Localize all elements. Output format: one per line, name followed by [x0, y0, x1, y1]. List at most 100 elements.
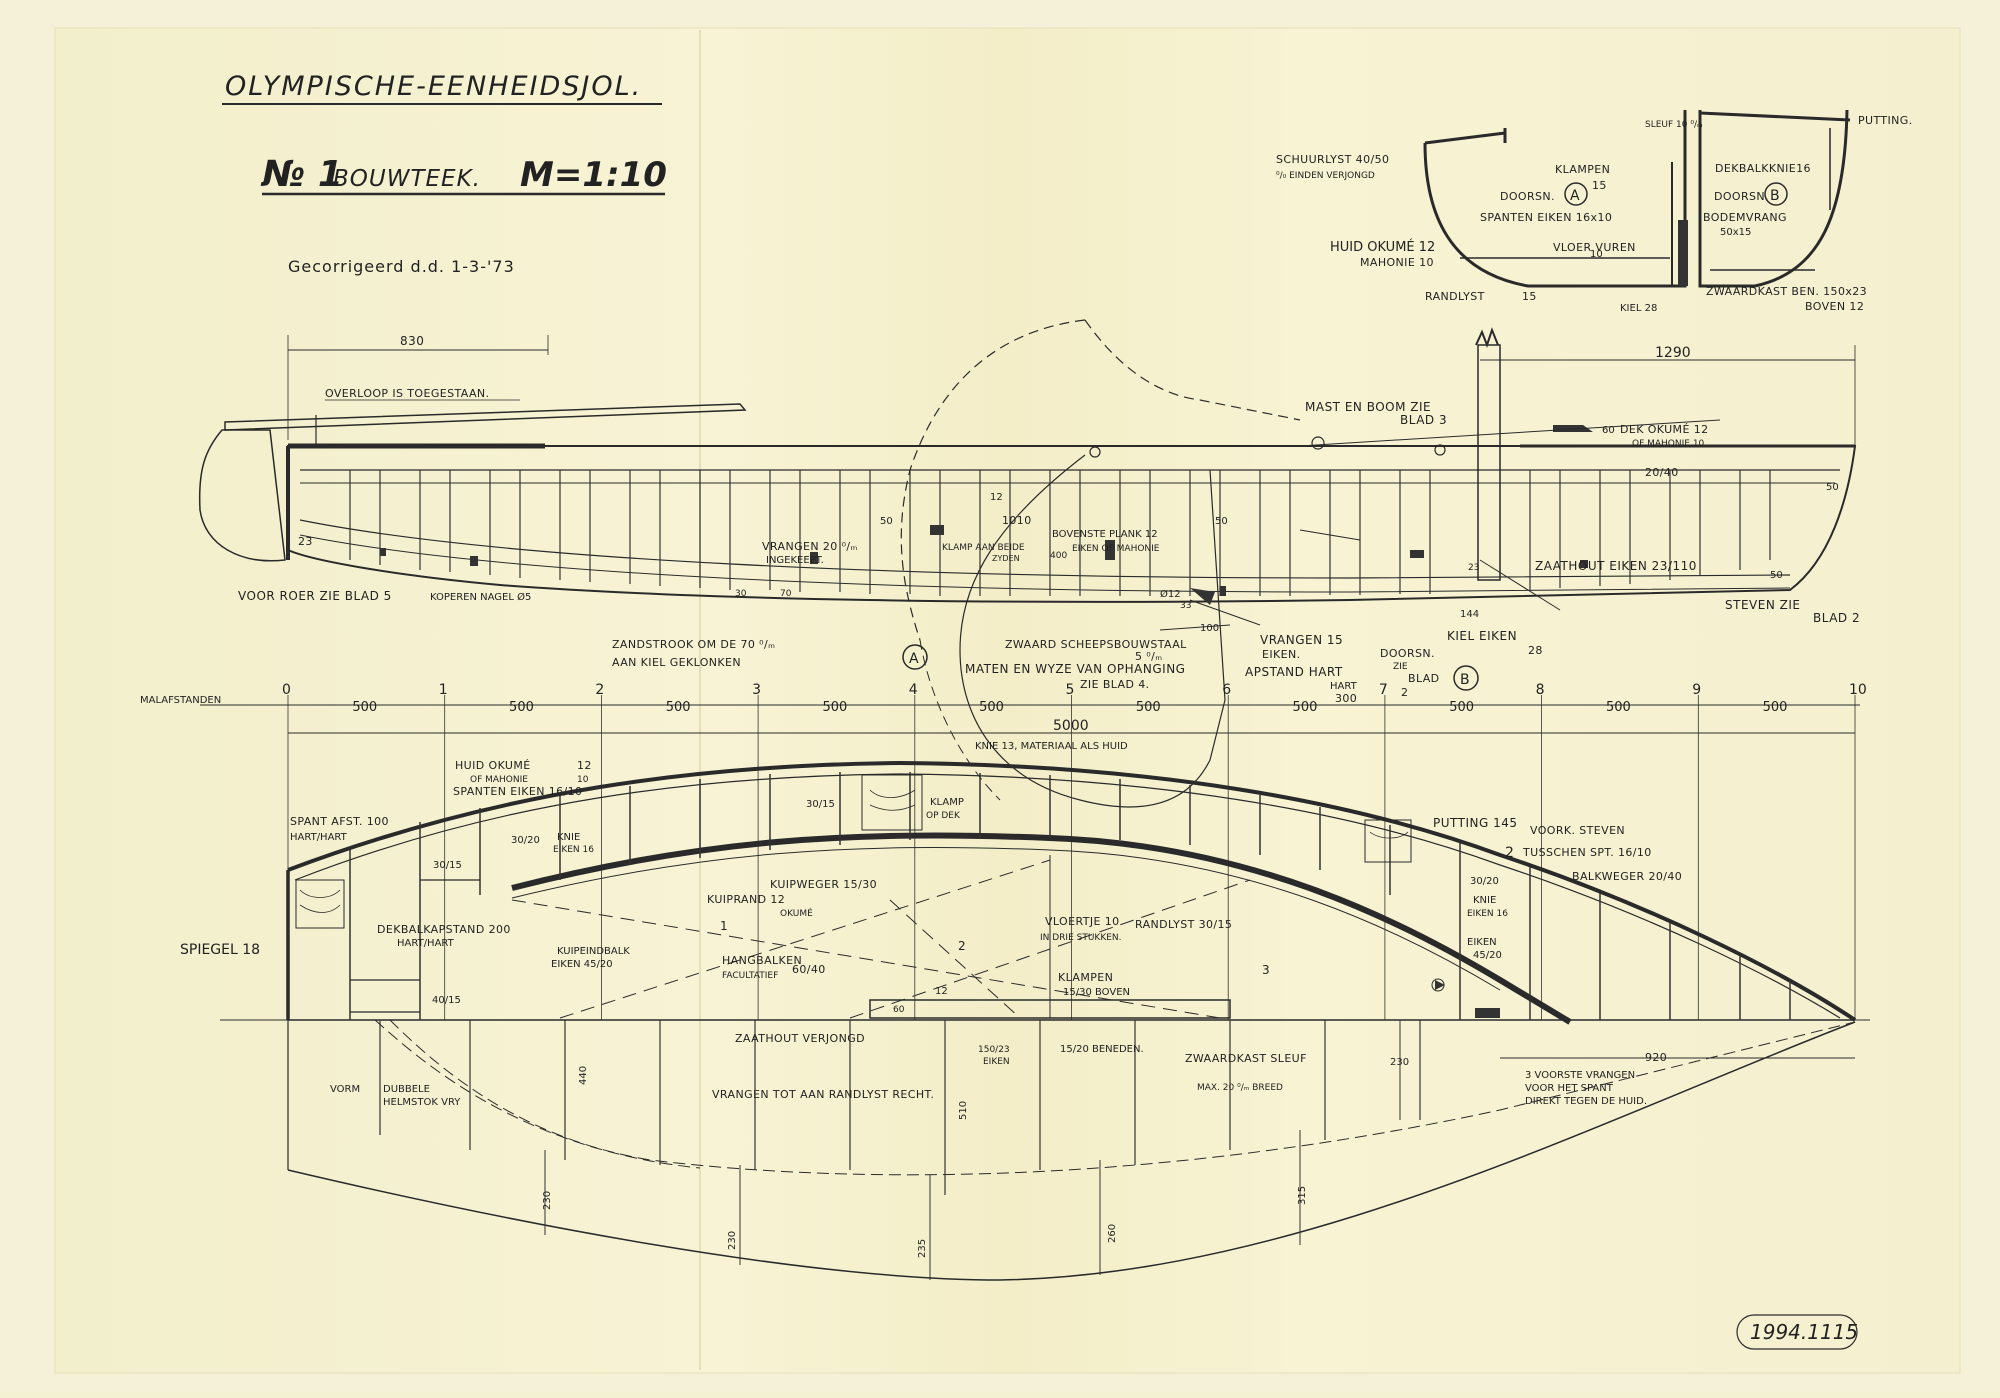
- station-spacing: 500: [666, 700, 691, 715]
- mast-partner: [861, 774, 923, 831]
- station-spacing: 500: [509, 700, 534, 715]
- v-144: 144: [1460, 609, 1479, 620]
- schuurlijst-label: SCHUURLYST 40/50: [1276, 153, 1389, 166]
- v-4015: 40/15: [432, 995, 461, 1006]
- knie2-sub: EIKEN 16: [1467, 909, 1508, 919]
- station-number: 10: [1849, 682, 1867, 698]
- hangbalken-label: HANGBALKEN: [722, 954, 802, 967]
- frames: [349, 470, 1771, 596]
- zwaardkast-sleuf: ZWAARDKAST SLEUF: [1185, 1052, 1307, 1065]
- helmstok-label: HELMSTOK VRY: [383, 1097, 461, 1108]
- lower-hull: [287, 1021, 1856, 1281]
- eiken-val: 45/20: [1473, 950, 1502, 961]
- putting-145: PUTTING 145: [1433, 816, 1518, 830]
- vloertje-label: VLOERTJE 10: [1045, 915, 1120, 928]
- tusschen-value: 2: [1505, 845, 1514, 861]
- vloer-value: 10: [1590, 249, 1603, 260]
- zandstrook: ZANDSTROOK OM DE 70 ⁰/ₘ: [612, 638, 775, 651]
- centreboard-raised: [900, 319, 1086, 641]
- klamp-op-dek-sub: OP DEK: [926, 811, 961, 821]
- v-50b: 50: [1215, 516, 1228, 527]
- station-number: 3: [752, 682, 761, 698]
- drie-voorste-3: DIREKT TEGEN DE HUID.: [1525, 1096, 1647, 1107]
- hart-hart: HART/HART: [290, 832, 348, 843]
- voor-roer: VOOR ROER ZIE BLAD 5: [238, 589, 392, 603]
- v-012: Ø12: [1160, 588, 1181, 600]
- v-3020a: 30/20: [511, 835, 540, 846]
- archive-number: 1994.1115: [1750, 1320, 1858, 1344]
- malafstanden-label: MALAFSTANDEN: [140, 695, 221, 706]
- v-33: 33: [1180, 601, 1191, 611]
- station-spacing: 500: [1763, 700, 1788, 715]
- v-1520: 15/20 BENEDEN.: [1060, 1044, 1144, 1055]
- diag-2: 2: [958, 939, 966, 953]
- randlijst-value: 15: [1522, 290, 1537, 303]
- v-60: 60: [893, 1005, 905, 1015]
- vloertje-sub: IN DRIE STUKKEN.: [1040, 933, 1122, 943]
- stations: MALAFSTANDEN 050015002500350045005500650…: [140, 682, 1867, 1020]
- v-3015a: 30/15: [806, 799, 835, 810]
- dim-830: 830: [400, 334, 424, 348]
- spiegel-label: SPIEGEL 18: [180, 942, 260, 958]
- eiken-label: EIKEN: [1467, 937, 1497, 948]
- kiel-label: KIEL 28: [1620, 303, 1657, 314]
- section-b-hull: [1698, 109, 1849, 288]
- kuipeindbalk-sub: EIKEN 45/20: [551, 959, 613, 970]
- klampen-sub: 15/30 BOVEN: [1063, 987, 1130, 998]
- klamp-op-dek: KLAMP: [930, 797, 964, 808]
- v-510: 510: [958, 1101, 969, 1120]
- dekbalk-sub: HART/HART: [397, 938, 455, 949]
- knie-eiken-sub: EIKEN 16: [553, 845, 594, 855]
- section-b-circle: [1453, 665, 1479, 691]
- v-315: 315: [1297, 1186, 1308, 1205]
- v-6040: 60/40: [792, 963, 826, 976]
- mahonie-10: 10: [577, 775, 589, 785]
- v-23b: 23: [1468, 563, 1479, 573]
- doorsn-a-label: DOORSN.: [1500, 190, 1555, 203]
- lower-frames: [379, 1020, 1421, 1195]
- klampen-value: 15: [1592, 179, 1607, 192]
- tusschen-label: TUSSCHEN SPT. 16/10: [1522, 846, 1652, 859]
- maten-label: MATEN EN WYZE VAN OPHANGING: [965, 662, 1185, 676]
- zaathout-verjongd: ZAATHOUT VERJONGD: [735, 1032, 865, 1045]
- klampen-label: KLAMPEN: [1058, 971, 1113, 984]
- zwaardkast-label: ZWAARDKAST BEN. 150x23: [1706, 285, 1867, 298]
- koperen-nagel: KOPEREN NAGEL Ø5: [430, 591, 531, 603]
- station-number: 7: [1379, 682, 1388, 698]
- diag-3: 3: [1262, 963, 1270, 977]
- of-mahonie: OF MAHONIE: [470, 775, 528, 785]
- section-a-circle: [902, 644, 928, 670]
- v-12: 12: [990, 492, 1003, 503]
- v-3015b: 30/15: [433, 860, 462, 871]
- station-spacing: 500: [979, 700, 1004, 715]
- v-300: 300: [1335, 692, 1357, 705]
- kiel-eiken: KIEL EIKEN: [1447, 629, 1517, 643]
- title-bouwteek: BOUWTEEK.: [333, 166, 481, 192]
- vrangen-sub: INGEKEEPT.: [766, 555, 824, 566]
- section-b-letter: B: [1770, 188, 1780, 204]
- voork-steven: VOORK. STEVEN: [1530, 824, 1625, 837]
- mast-blad: BLAD 3: [1400, 413, 1447, 427]
- schuurlijst-sub: ⁰/₀ EINDEN VERJONGD: [1276, 171, 1375, 181]
- vloer-label: VLOER VUREN: [1553, 241, 1636, 254]
- v-30: 30: [735, 589, 747, 599]
- gunwale-outline: [287, 760, 1857, 1022]
- zie-blad4: ZIE BLAD 4.: [1080, 678, 1150, 691]
- spanten-label: SPANTEN EIKEN 16/10: [453, 785, 582, 798]
- bovenste-plank: BOVENSTE PLANK 12: [1052, 529, 1158, 540]
- vrangen15-sub: EIKEN.: [1262, 648, 1300, 661]
- plan-frames: [349, 772, 1791, 1020]
- kuiprand-sub: OKUMÉ: [780, 907, 813, 919]
- section-a-side: A: [909, 651, 919, 667]
- overloop-label: OVERLOOP IS TOEGESTAAN.: [325, 387, 489, 400]
- drie-voorste: 3 VOORSTE VRANGEN: [1525, 1070, 1635, 1081]
- section-a-marker: [1564, 182, 1588, 206]
- vrangen-tot: VRANGEN TOT AAN RANDLYST RECHT.: [712, 1088, 934, 1101]
- dek-okume: DEK OKUMÉ 12: [1620, 423, 1709, 436]
- huid-okume: HUID OKUMÉ: [455, 759, 531, 772]
- kuiprand-label: KUIPRAND 12: [707, 893, 785, 906]
- dubbele-label: DUBBELE: [383, 1084, 430, 1095]
- zwaardkast-sub: MAX. 20 ⁰/ₘ BREED: [1197, 1083, 1283, 1093]
